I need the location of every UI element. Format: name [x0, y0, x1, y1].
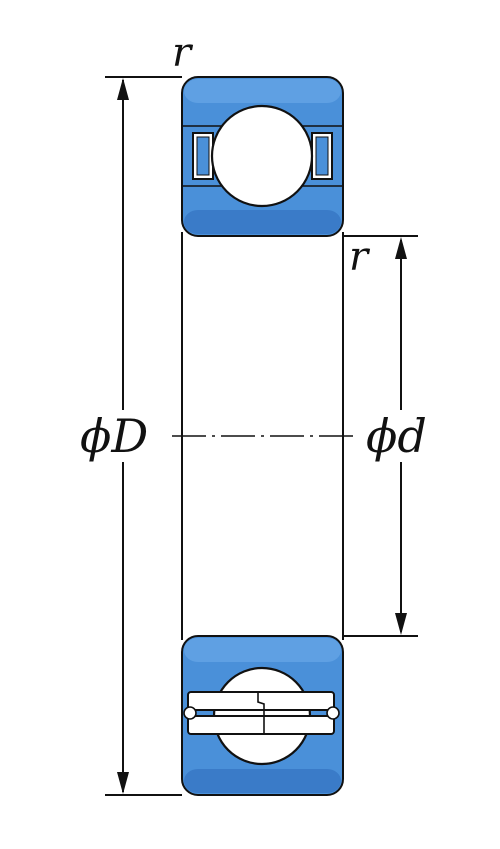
bottom-cage-lower-bar [187, 715, 335, 735]
inner-diameter-label: ϕd [366, 409, 427, 463]
top-ring-highlight [184, 79, 341, 103]
bearing-side-lines [181, 232, 344, 640]
arrow-inner-bottom [395, 613, 407, 635]
top-cage-right-inner [315, 136, 329, 176]
dimension-lines [105, 76, 418, 796]
bottom-cage-right-cap [326, 706, 340, 720]
bottom-ring-highlight [184, 638, 341, 662]
arrow-inner-top [395, 237, 407, 259]
bottom-cage-left-cap [183, 706, 197, 720]
top-ring-shade [184, 210, 341, 234]
top-bearing-section [181, 76, 344, 237]
radius-label-top: r [172, 30, 194, 76]
arrow-outer-top [117, 78, 129, 100]
bottom-cage-upper-bar [187, 691, 335, 711]
top-ball [210, 104, 314, 208]
outer-diameter-label: ϕD [80, 409, 148, 463]
bottom-ring-shade [184, 769, 341, 793]
top-cage-left-inner [196, 136, 210, 176]
dimension-arrows [117, 78, 407, 794]
arrow-outer-bottom [117, 772, 129, 794]
bottom-bearing-section [181, 635, 344, 796]
radius-label-inner: r [349, 234, 371, 280]
bottom-cage-split-line [257, 692, 265, 734]
